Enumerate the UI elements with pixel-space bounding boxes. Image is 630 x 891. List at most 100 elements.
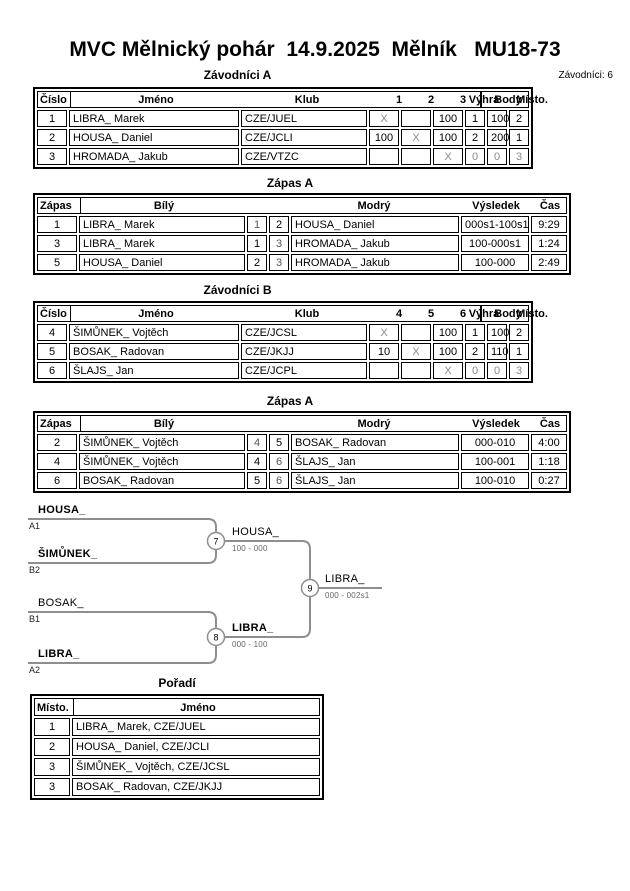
cell-match-number: 6 [37,472,77,489]
column-header-modry: Modrý [357,200,391,212]
match-row: 3 LIBRA_ Marek 1 3 HROMADA_ Jakub 100-00… [37,235,567,252]
cell-points: 100 [487,110,509,127]
cell-result: 100-000s1 [461,235,529,252]
cell-game3: 100 [433,343,463,360]
cell-blue-player: HROMADA_ Jakub [291,254,459,271]
cell-blue-player: HOUSA_ Daniel [291,216,459,233]
standings-table: Místo. Jméno 1 LIBRA_ Marek, CZE/JUEL 2 … [30,694,324,800]
cell-game3: 100 [433,110,463,127]
cell-game2: X [401,129,431,146]
cell-white-player: ŠIMŮNEK_ Vojtěch [79,434,245,451]
cell-white-seed: 4 [247,453,267,470]
group-b-label: Závodníci B [203,283,272,297]
column-header-zapas: Zápas [40,418,72,430]
cell-place: 1 [509,129,529,146]
cell-white-seed: 1 [247,216,267,233]
cell-club: CZE/JCLI [241,129,367,146]
header-divider [70,306,71,321]
column-header-misto: Místo. [516,308,548,320]
cell-time: 1:24 [531,235,567,252]
cell-club: CZE/JCSL [241,324,367,341]
cell-white-seed: 4 [247,434,267,451]
cell-points: 100 [487,324,509,341]
cell-points: 200 [487,129,509,146]
column-header-vysledek: Výsledek [472,200,520,212]
cell-match-number: 1 [37,216,77,233]
column-header-bily: Bílý [153,418,175,430]
cell-club: CZE/JUEL [241,110,367,127]
column-header-body: Body [494,94,522,106]
column-header-game1: 1 [395,94,403,106]
group-b-table: Číslo Jméno Klub 4 5 6 Výhra Body Místo.… [33,301,548,383]
column-header-vyhra: Výhra [468,308,500,320]
column-header-body: Body [494,308,522,320]
cell-place: 3 [509,362,529,379]
group-a-header-row: Číslo Jméno Klub 1 2 3 Výhra Body Místo. [37,91,548,108]
table-row: 4 ŠIMŮNEK_ Vojtěch CZE/JCSL X 100 1 100 … [37,324,529,341]
match-row: 1 LIBRA_ Marek 1 2 HOUSA_ Daniel 000s1-1… [37,216,567,233]
cell-game2 [401,148,431,165]
cell-points: 0 [487,148,507,165]
cell-result: 000s1-100s1 [461,216,529,233]
cell-name: ŠIMŮNEK_ Vojtěch [69,324,239,341]
cell-name: HOUSA_ Daniel [69,129,239,146]
cell-match-number: 5 [37,254,77,271]
bracket-node-9-number: 9 [307,584,312,594]
group-a-table: Číslo Jméno Klub 1 2 3 Výhra Body Místo.… [33,87,548,169]
cell-place: 1 [34,718,70,736]
cell-game2 [401,324,431,341]
bracket-seed-code: A2 [29,665,41,675]
group-a-label: Závodníci A [203,68,272,82]
bracket-seed-name: ŠIMŮNEK_ [38,548,98,560]
column-header-game3: 3 [459,94,467,106]
cell-match-number: 2 [37,434,77,451]
cell-points: 110 [487,343,509,360]
column-header-cislo: Číslo [40,94,67,106]
bracket-node-8-number: 8 [213,633,218,643]
bracket-line-seed1 [28,518,217,533]
cell-club: CZE/JKJJ [241,343,367,360]
header-divider [70,92,71,107]
bracket-final-winner: LIBRA_ [325,573,365,585]
cell-place: 1 [509,343,529,360]
header-divider-thick [480,92,482,107]
cell-player: ŠIMŮNEK_ Vojtěch, CZE/JCSL [72,758,320,776]
cell-name: ŠLAJS_ Jan [69,362,239,379]
cell-wins: 2 [465,343,485,360]
cell-blue-seed: 3 [269,254,289,271]
bracket-match-score: 000 - 100 [232,640,268,649]
cell-number: 2 [37,129,67,146]
bracket-line-seed4 [28,645,217,664]
cell-time: 0:27 [531,472,567,489]
matches-b-label: Zápas A [266,394,314,408]
bracket-seed-name: BOSAK_ [38,597,84,609]
cell-club: CZE/VTZC [241,148,367,165]
column-header-game5: 5 [427,308,435,320]
cell-place: 3 [509,148,529,165]
header-divider-thick [480,306,482,321]
cell-number: 6 [37,362,67,379]
cell-blue-seed: 2 [269,216,289,233]
bracket-match-winner: LIBRA_ [232,622,274,634]
cell-number: 5 [37,343,67,360]
cell-white-player: BOSAK_ Radovan [79,472,245,489]
standings-row: 3 ŠIMŮNEK_ Vojtěch, CZE/JCSL [34,758,320,776]
cell-place: 3 [34,758,70,776]
cell-blue-seed: 3 [269,235,289,252]
column-header-klub: Klub [294,94,320,106]
cell-match-number: 3 [37,235,77,252]
cell-white-player: ŠIMŮNEK_ Vojtěch [79,453,245,470]
match-row: 4 ŠIMŮNEK_ Vojtěch 4 6 ŠLAJS_ Jan 100-00… [37,453,567,470]
standings-header-row: Místo. Jméno [34,698,320,716]
bracket-line-seed3 [28,611,217,629]
cell-time: 2:49 [531,254,567,271]
matches-a-label: Zápas A [266,176,314,190]
bracket-final-score: 000 - 002s1 [325,591,370,600]
cell-game2 [401,362,431,379]
cell-game1: X [369,110,399,127]
cell-name: BOSAK_ Radovan [69,343,239,360]
cell-wins: 0 [465,148,485,165]
bracket-seed-name: HOUSA_ [38,504,86,516]
bracket-line-match7-winner [224,540,311,580]
column-header-game4: 4 [395,308,403,320]
